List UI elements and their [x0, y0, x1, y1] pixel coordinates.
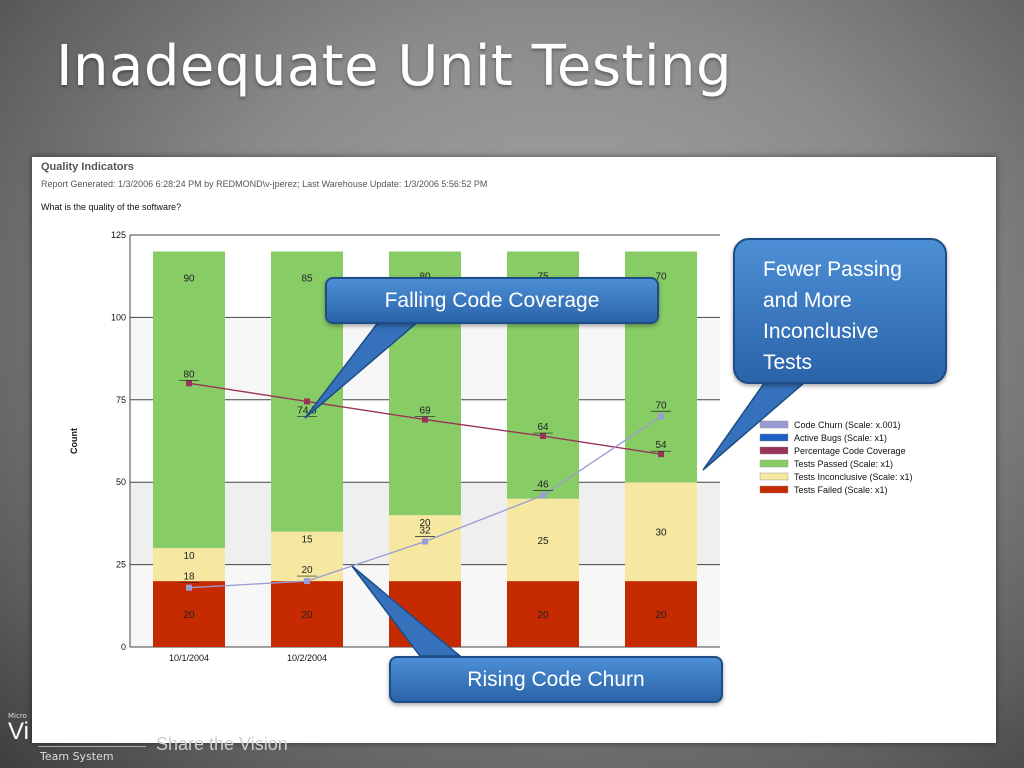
- label-tests-passed: 70: [655, 271, 667, 282]
- churn-line-label: 32: [419, 526, 431, 537]
- legend-label: Tests Inconclusive (Scale: x1): [794, 472, 913, 482]
- legend-swatch: [759, 446, 789, 455]
- brand-large-text: Vi: [8, 718, 29, 745]
- label-tests-inconclusive: 30: [655, 528, 667, 539]
- callout-rising-churn: Rising Code Churn: [389, 656, 723, 703]
- y-tick-label: 75: [116, 395, 126, 405]
- x-tick-label: 10/2/2004: [287, 653, 327, 663]
- churn-line-point: [422, 538, 428, 545]
- coverage-line-label: 74.5: [297, 405, 317, 416]
- y-tick-label: 50: [116, 477, 126, 487]
- label-tests-failed: 20: [183, 610, 195, 621]
- bar-tests-inconclusive: [507, 498, 579, 582]
- y-tick-label: 0: [121, 642, 126, 652]
- churn-line-label: 20: [301, 565, 313, 576]
- churn-line-point: [304, 578, 310, 585]
- report-meta: Report Generated: 1/3/2006 6:28:24 PM by…: [41, 179, 488, 189]
- bar-tests-passed: [153, 251, 225, 549]
- legend-label: Tests Passed (Scale: x1): [794, 459, 893, 469]
- churn-line-point: [540, 492, 546, 499]
- label-tests-failed: 20: [301, 610, 313, 621]
- slide-tagline: Share the Vision: [156, 734, 288, 754]
- brand-small-text: Micro: [8, 712, 27, 720]
- y-tick-label: 100: [111, 312, 126, 322]
- legend-label: Code Churn (Scale: x.001): [794, 420, 901, 430]
- label-tests-inconclusive: 15: [301, 535, 313, 546]
- legend-swatch: [759, 433, 789, 442]
- legend-swatch: [759, 459, 789, 468]
- coverage-line-label: 64: [537, 422, 549, 433]
- label-tests-inconclusive: 20: [419, 518, 431, 529]
- callout-passing-line: Tests: [763, 351, 813, 374]
- coverage-line-point: [658, 451, 664, 458]
- coverage-line-label: 54: [655, 440, 667, 451]
- coverage-line-point: [422, 416, 428, 423]
- callout-passing-line: Fewer Passing: [763, 258, 902, 281]
- bar-tests-failed: [625, 581, 697, 647]
- churn-line-label: 70: [655, 400, 667, 411]
- bar-tests-inconclusive: [625, 482, 697, 582]
- label-tests-passed: 80: [419, 271, 431, 282]
- label-tests-failed: 20: [655, 610, 667, 621]
- x-tick-label: 10/1/2004: [169, 653, 209, 663]
- coverage-line-point: [540, 433, 546, 440]
- brand-divider: [38, 746, 146, 747]
- label-tests-passed: 85: [301, 273, 313, 284]
- legend-swatch: [759, 485, 789, 494]
- bar-tests-failed: [271, 581, 343, 647]
- coverage-line-point: [304, 398, 310, 405]
- label-tests-inconclusive: 10: [183, 551, 195, 562]
- churn-line-label: 18: [183, 572, 195, 583]
- legend-label: Percentage Code Coverage: [794, 446, 906, 456]
- y-tick-label: 25: [116, 560, 126, 570]
- callout-falling-coverage: Falling Code Coverage: [325, 277, 659, 324]
- bar-tests-failed: [153, 581, 225, 647]
- bar-tests-failed: [507, 581, 579, 647]
- coverage-line-point: [186, 380, 192, 387]
- bar-tests-inconclusive: [153, 548, 225, 582]
- label-tests-passed: 75: [537, 271, 549, 282]
- bar-tests-failed: [389, 581, 461, 647]
- legend-swatch: [759, 472, 789, 481]
- churn-line-label: 46: [537, 479, 549, 490]
- slide-title: Inadequate Unit Testing: [56, 34, 733, 99]
- y-axis-title: Count: [69, 428, 79, 454]
- report-question: What is the quality of the software?: [41, 202, 182, 212]
- report-title: Quality Indicators: [41, 161, 134, 173]
- churn-line-point: [186, 584, 192, 591]
- churn-line-point: [658, 413, 664, 420]
- coverage-line-label: 69: [419, 406, 431, 417]
- label-tests-passed: 90: [183, 273, 195, 284]
- legend-label: Active Bugs (Scale: x1): [794, 433, 887, 443]
- y-tick-label: 125: [111, 230, 126, 240]
- callout-passing-line: and More: [763, 289, 852, 312]
- legend-swatch: [759, 420, 789, 429]
- label-tests-failed: 20: [537, 610, 549, 621]
- legend-label: Tests Failed (Scale: x1): [794, 485, 888, 495]
- label-tests-inconclusive: 25: [537, 536, 549, 547]
- coverage-line-label: 80: [183, 369, 195, 380]
- callout-passing-line: Inconclusive: [763, 320, 879, 343]
- brand-team-system: Team System: [40, 750, 114, 763]
- callout-fewer-passing: Fewer Passing and More Inconclusive Test…: [733, 238, 947, 384]
